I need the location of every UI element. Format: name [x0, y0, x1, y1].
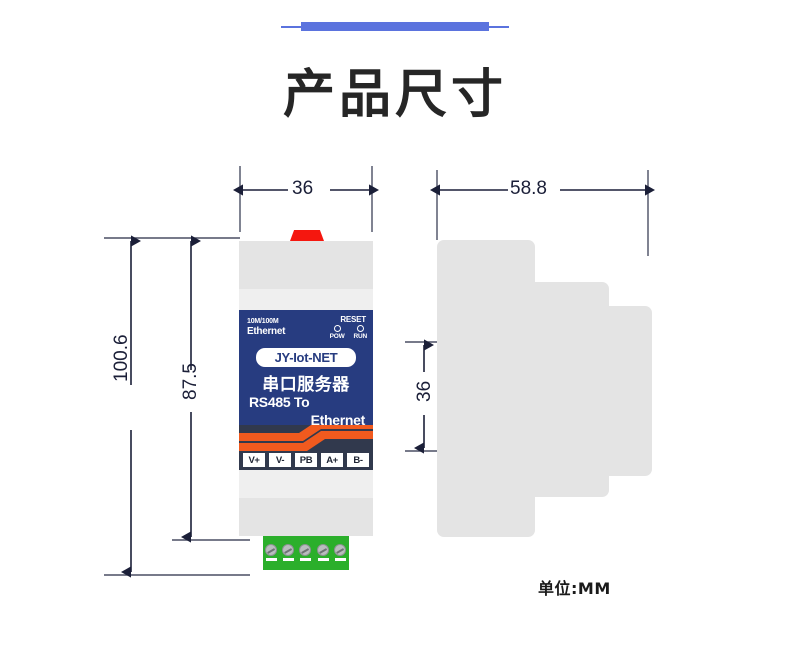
- housing-top-lower: [239, 289, 373, 310]
- page-title: 产品尺寸: [282, 65, 507, 125]
- led-indicator-group: POW RUN: [330, 325, 367, 340]
- terminal-slot: [283, 558, 295, 561]
- dimension-label-height-total: 100.6: [111, 334, 132, 382]
- ethernet-speed-label: 10M/100M: [247, 318, 279, 325]
- terminal-label-pb: PB: [294, 452, 318, 468]
- screw-head-icon: [282, 544, 295, 556]
- product-name-chinese: 串口服务器: [262, 375, 350, 395]
- terminal-label-vminus: V-: [268, 452, 292, 468]
- screw-terminal: [265, 544, 278, 561]
- din-rail-clip-tab: [290, 230, 324, 241]
- terminal-slot: [317, 558, 329, 561]
- screw-terminal: [316, 544, 330, 561]
- terminal-slot: [266, 558, 278, 561]
- dimension-label-width-front: 36: [292, 178, 314, 199]
- terminal-label-vplus: V+: [242, 452, 266, 468]
- led-label-pow: POW: [329, 333, 345, 340]
- dimension-label-height-body: 87.5: [180, 363, 201, 400]
- terminal-label-bminus: B-: [346, 452, 370, 468]
- housing-bottom-lower: [239, 498, 373, 536]
- screw-terminal-row: [263, 544, 349, 561]
- screw-terminal: [333, 544, 347, 561]
- header-accent-rule: [0, 0, 790, 40]
- accent-thick-bar: [301, 22, 489, 31]
- terminal-slot: [300, 558, 312, 561]
- led-dot-icon: [333, 325, 341, 332]
- screw-head-icon: [316, 544, 329, 556]
- led-indicator-pow: POW: [330, 325, 345, 340]
- product-label-panel: 10M/100M Ethernet RESET POW RUN JY-Iot-N…: [239, 310, 373, 440]
- function-text-line1: RS485 To: [249, 394, 310, 410]
- screw-head-icon: [333, 544, 346, 556]
- screw-terminal-block: [263, 536, 349, 570]
- screw-terminal: [282, 544, 295, 561]
- model-name-badge: JY-Iot-NET: [256, 348, 356, 367]
- housing-bottom-upper: [239, 470, 373, 498]
- screw-terminal: [299, 544, 312, 561]
- side-view-silhouette: [437, 236, 652, 546]
- function-text-line2: Ethernet: [310, 412, 366, 428]
- dimension-label-width-side: 36: [414, 380, 435, 402]
- led-dot-icon: [356, 325, 364, 332]
- unit-note: 单位:MM: [538, 579, 611, 598]
- terminal-slot: [334, 558, 346, 561]
- housing-top-upper: [239, 241, 373, 289]
- screw-head-icon: [265, 544, 278, 556]
- led-label-run: RUN: [353, 333, 368, 340]
- terminal-legend-row: V+ V- PB A+ B-: [242, 452, 370, 468]
- front-view-device: 10M/100M Ethernet RESET POW RUN JY-Iot-N…: [239, 230, 373, 578]
- ethernet-port-label: Ethernet: [247, 326, 286, 337]
- dimension-label-depth-side: 58.8: [510, 178, 547, 199]
- terminal-label-aplus: A+: [320, 452, 344, 468]
- led-indicator-run: RUN: [354, 325, 367, 340]
- screw-head-icon: [299, 544, 312, 556]
- reset-button-label: RESET: [340, 315, 366, 324]
